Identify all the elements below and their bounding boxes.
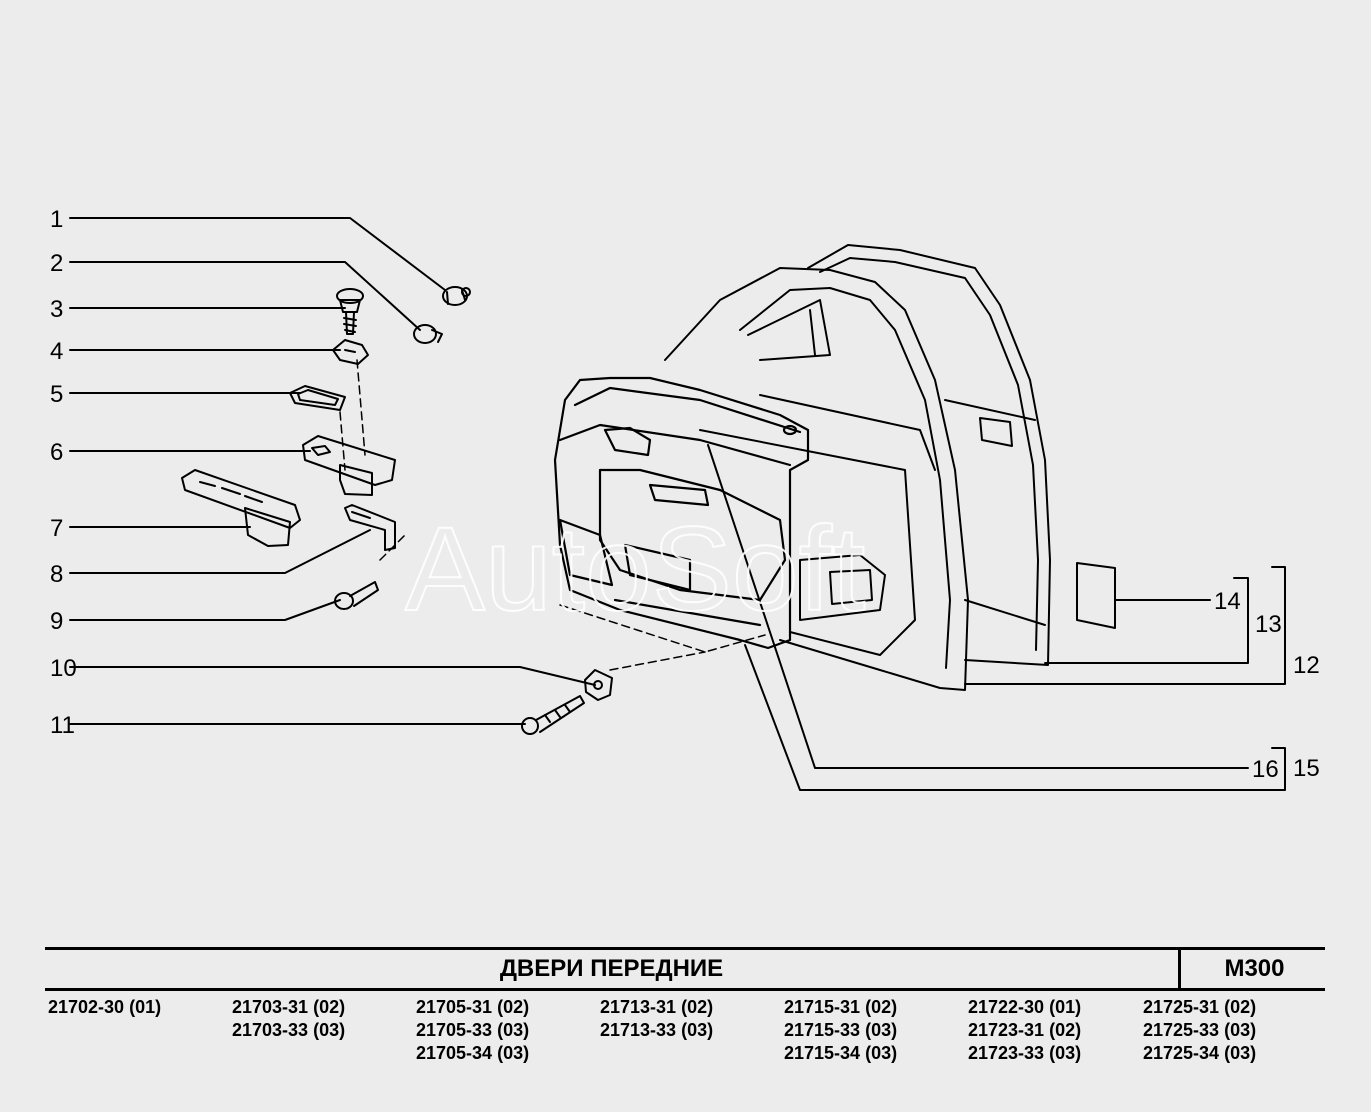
- model-code: 21715-34 (03): [784, 1043, 898, 1063]
- gasket-part-5: [289, 385, 346, 411]
- nut-part-10: [584, 669, 613, 701]
- bracket-part-8: [344, 504, 396, 551]
- model-code: 21715-33 (03): [784, 1020, 898, 1040]
- callout-numbers: 1 2 3 4 5 6 7 8 9 10 11 12 13 14 15 16: [50, 206, 1320, 783]
- model-code: 21705-31 (02): [416, 997, 530, 1017]
- door-trim-panel: [553, 376, 810, 650]
- leader-1: [69, 217, 446, 291]
- model-column-1: 21702-30 (01): [48, 996, 161, 1019]
- model-code: 21723-31 (02): [968, 1020, 1082, 1040]
- model-code: 21715-31 (02): [784, 997, 898, 1017]
- model-code: 21702-30 (01): [48, 997, 162, 1017]
- callout-5: 5: [50, 381, 63, 408]
- leader-10: [69, 666, 596, 686]
- model-code: 21703-33 (03): [232, 1020, 346, 1040]
- callout-8: 8: [50, 561, 63, 588]
- switch-housing-part-6: [302, 435, 396, 496]
- callout-1: 1: [50, 206, 63, 233]
- callout-12: 12: [1293, 652, 1320, 679]
- callout-10: 10: [50, 655, 77, 682]
- leader-13: [1044, 577, 1249, 664]
- model-code: 21713-31 (02): [600, 997, 714, 1017]
- title-bar: ДВЕРИ ПЕРЕДНИЕ M300: [45, 947, 1325, 991]
- model-code: 21705-33 (03): [416, 1020, 530, 1040]
- model-code: 21703-31 (02): [232, 997, 346, 1017]
- plate-part-14: [1076, 562, 1116, 629]
- model-column-3: 21705-31 (02) 21705-33 (03) 21705-34 (03…: [416, 996, 529, 1065]
- model-code: 21723-33 (03): [968, 1043, 1082, 1063]
- callout-14: 14: [1214, 588, 1241, 615]
- callout-13: 13: [1255, 611, 1282, 638]
- bolt-part-9: [334, 581, 379, 610]
- leader-16: [707, 444, 1249, 769]
- model-column-2: 21703-31 (02) 21703-33 (03): [232, 996, 345, 1042]
- watermark: AutoSoft: [405, 502, 865, 636]
- callout-4: 4: [50, 338, 63, 365]
- model-column-4: 21713-31 (02) 21713-33 (03): [600, 996, 713, 1042]
- model-column-5: 21715-31 (02) 21715-33 (03) 21715-34 (03…: [784, 996, 897, 1065]
- model-column-6: 21722-30 (01) 21723-31 (02) 21723-33 (03…: [968, 996, 1081, 1065]
- model-code: 21725-34 (03): [1143, 1043, 1257, 1063]
- callout-15: 15: [1293, 755, 1320, 782]
- diagram-code: M300: [1178, 950, 1328, 988]
- model-code: 21725-31 (02): [1143, 997, 1257, 1017]
- clip-part-2: [413, 324, 443, 344]
- door-assembly: [664, 244, 1051, 691]
- model-column-7: 21725-31 (02) 21725-33 (03) 21725-34 (03…: [1143, 996, 1256, 1065]
- model-code: 21722-30 (01): [968, 997, 1082, 1017]
- callout-16: 16: [1252, 756, 1279, 783]
- switch-unit-part-7: [181, 469, 301, 547]
- model-code: 21725-33 (03): [1143, 1020, 1257, 1040]
- leader-15: [744, 644, 1286, 791]
- screw-part-11: [521, 695, 585, 735]
- callout-11: 11: [50, 712, 75, 739]
- callout-9: 9: [50, 608, 63, 635]
- callout-3: 3: [50, 296, 63, 323]
- model-code: 21705-34 (03): [416, 1043, 530, 1063]
- callout-7: 7: [50, 515, 63, 542]
- diagram-title: ДВЕРИ ПЕРЕДНИЕ: [499, 955, 724, 982]
- clip-part-4: [332, 339, 369, 365]
- callout-6: 6: [50, 439, 63, 466]
- leader-2: [69, 261, 421, 331]
- model-code: 21713-33 (03): [600, 1020, 714, 1040]
- screw-part-3: [336, 288, 364, 335]
- leader-12: [964, 566, 1286, 685]
- parts-diagram: AutoSoft 1 2 3 4 5 6 7 8 9 10 11 12 13 1…: [50, 206, 1320, 791]
- leader-9: [69, 599, 341, 621]
- callout-2: 2: [50, 250, 63, 277]
- clip-part-1: [442, 286, 471, 306]
- leader-8: [69, 529, 371, 574]
